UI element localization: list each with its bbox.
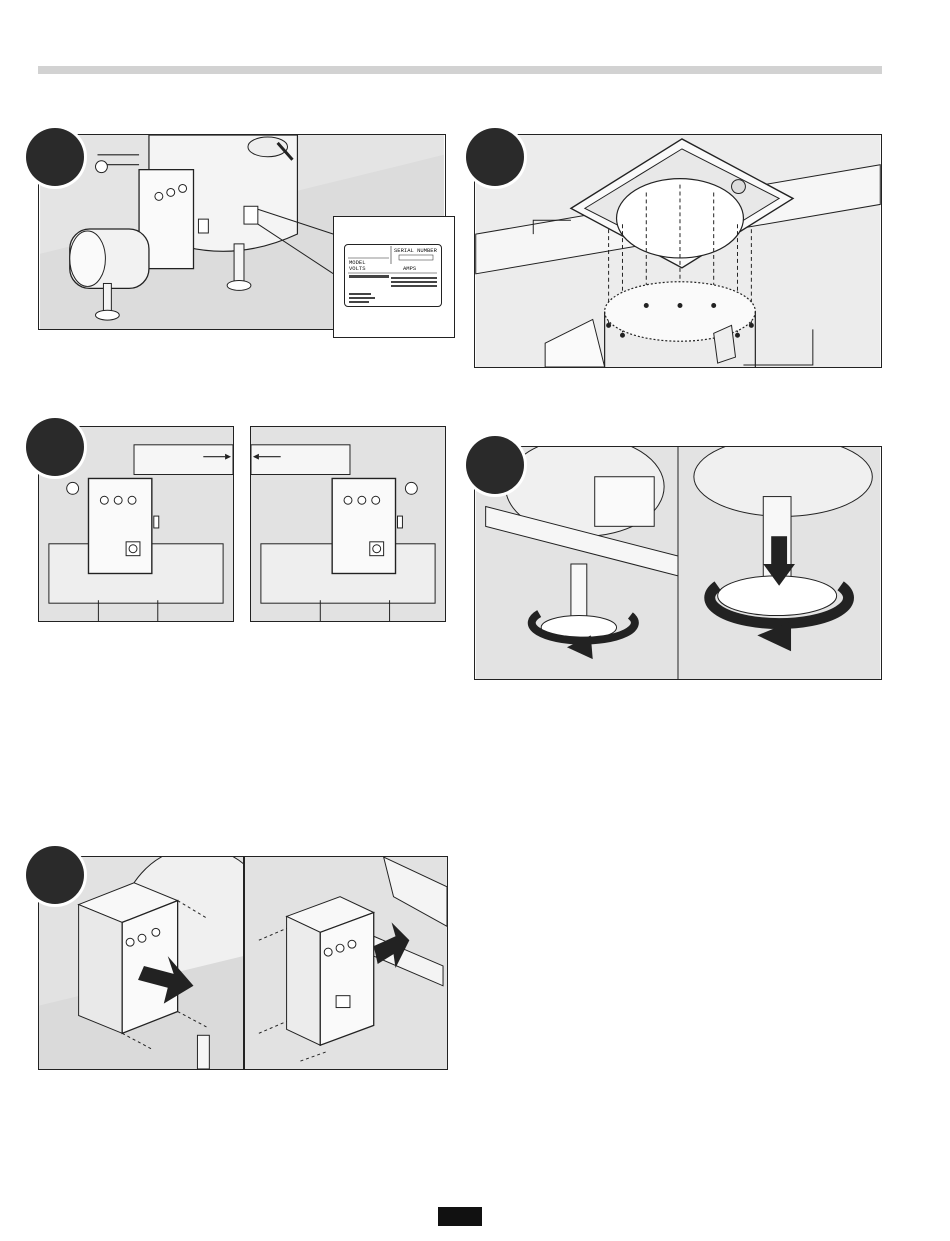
step-badge-5 — [26, 846, 84, 904]
figure-panel-flange-bolts — [474, 134, 882, 368]
figure-panel-control-box-right — [250, 426, 446, 622]
leveling-feet-illustration — [475, 447, 881, 679]
step-badge-1 — [26, 128, 84, 186]
figure-panel-box-installation — [244, 856, 448, 1070]
rating-plate: SERIAL NUMBER MODEL VOLTS AMPS — [344, 244, 442, 307]
flange-bolt-illustration — [475, 135, 881, 367]
step-badge-2 — [466, 128, 524, 186]
figure-panel-leveling-feet — [474, 446, 882, 680]
page-number-tab — [438, 1207, 482, 1226]
step-badge-3 — [26, 418, 84, 476]
nameplate-lines — [345, 245, 441, 306]
control-box-right-illustration — [251, 427, 445, 621]
step-badge-4 — [466, 436, 524, 494]
header-rule — [38, 66, 882, 74]
box-installation-illustration — [245, 857, 447, 1069]
